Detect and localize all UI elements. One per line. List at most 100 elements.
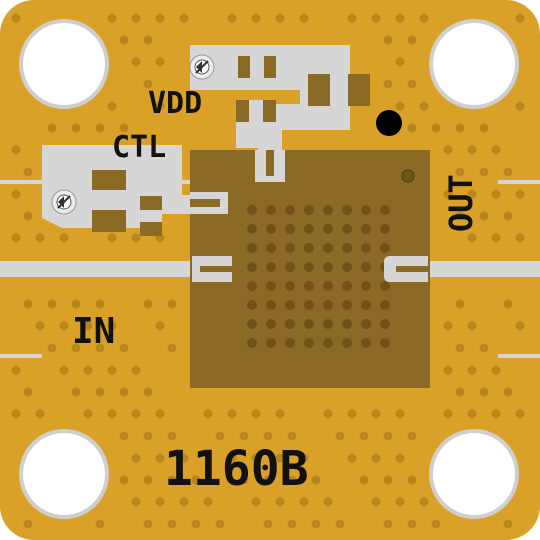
via — [515, 101, 525, 111]
via — [515, 13, 525, 23]
die-via — [285, 243, 295, 253]
via — [119, 431, 129, 441]
via — [23, 211, 33, 221]
die-via — [380, 338, 390, 348]
via — [395, 13, 405, 23]
die-via — [266, 319, 276, 329]
via — [47, 123, 57, 133]
die-via — [342, 338, 352, 348]
via — [155, 57, 165, 67]
via — [311, 475, 321, 485]
via — [515, 189, 525, 199]
via — [347, 409, 357, 419]
via — [155, 13, 165, 23]
ground-gap-right-bottom — [498, 354, 540, 358]
rf-in-bondpad — [192, 256, 232, 282]
via — [59, 365, 69, 375]
via — [443, 145, 453, 155]
via — [11, 189, 21, 199]
die-via — [361, 205, 371, 215]
die-via — [304, 319, 314, 329]
die-via — [323, 300, 333, 310]
via — [455, 167, 465, 177]
via — [455, 211, 465, 221]
via — [11, 233, 21, 243]
die-via — [304, 224, 314, 234]
via — [443, 365, 453, 375]
via — [107, 321, 117, 331]
via — [155, 453, 165, 463]
via — [515, 409, 525, 419]
via — [395, 453, 405, 463]
via — [143, 519, 153, 529]
die-via — [247, 205, 257, 215]
via — [155, 321, 165, 331]
mounting-hole-icon-bottom-right — [429, 429, 519, 519]
via — [311, 519, 321, 529]
via — [287, 519, 297, 529]
via — [155, 409, 165, 419]
via — [95, 387, 105, 397]
via — [419, 497, 429, 507]
pin1-marker-icon — [376, 110, 402, 136]
via — [443, 321, 453, 331]
via — [11, 13, 21, 23]
via — [203, 497, 213, 507]
via — [83, 321, 93, 331]
via — [131, 497, 141, 507]
die-via — [323, 338, 333, 348]
die-via — [361, 300, 371, 310]
via — [191, 475, 201, 485]
vdd-capacitor-2-body — [249, 100, 263, 122]
via — [455, 343, 465, 353]
via — [359, 475, 369, 485]
via — [35, 321, 45, 331]
via — [287, 475, 297, 485]
via — [107, 101, 117, 111]
via — [95, 343, 105, 353]
die-via — [361, 281, 371, 291]
via — [11, 409, 21, 419]
via — [119, 475, 129, 485]
via — [275, 453, 285, 463]
via — [299, 13, 309, 23]
via — [179, 13, 189, 23]
die-via — [342, 300, 352, 310]
die-via — [342, 243, 352, 253]
die-via — [380, 281, 390, 291]
via — [47, 299, 57, 309]
via — [167, 519, 177, 529]
die-via — [304, 338, 314, 348]
via — [479, 211, 489, 221]
part-number-label: 1160B — [164, 441, 309, 497]
via — [107, 365, 117, 375]
via — [167, 475, 177, 485]
via — [383, 475, 393, 485]
via — [227, 453, 237, 463]
via — [227, 409, 237, 419]
via — [179, 497, 189, 507]
via — [323, 497, 333, 507]
die-via — [247, 281, 257, 291]
die-via — [342, 224, 352, 234]
rf-input-trace — [0, 261, 200, 277]
ground-gap-right-top — [498, 180, 540, 184]
die-via — [304, 281, 314, 291]
die-via — [304, 300, 314, 310]
via — [131, 233, 141, 243]
via — [359, 431, 369, 441]
via — [143, 79, 153, 89]
die-via — [361, 224, 371, 234]
die-via — [342, 205, 352, 215]
via — [275, 409, 285, 419]
via — [71, 343, 81, 353]
via — [395, 497, 405, 507]
die-via — [266, 281, 276, 291]
via — [23, 387, 33, 397]
via — [515, 321, 525, 331]
via — [263, 475, 273, 485]
via — [323, 409, 333, 419]
via — [347, 13, 357, 23]
die-via — [380, 205, 390, 215]
